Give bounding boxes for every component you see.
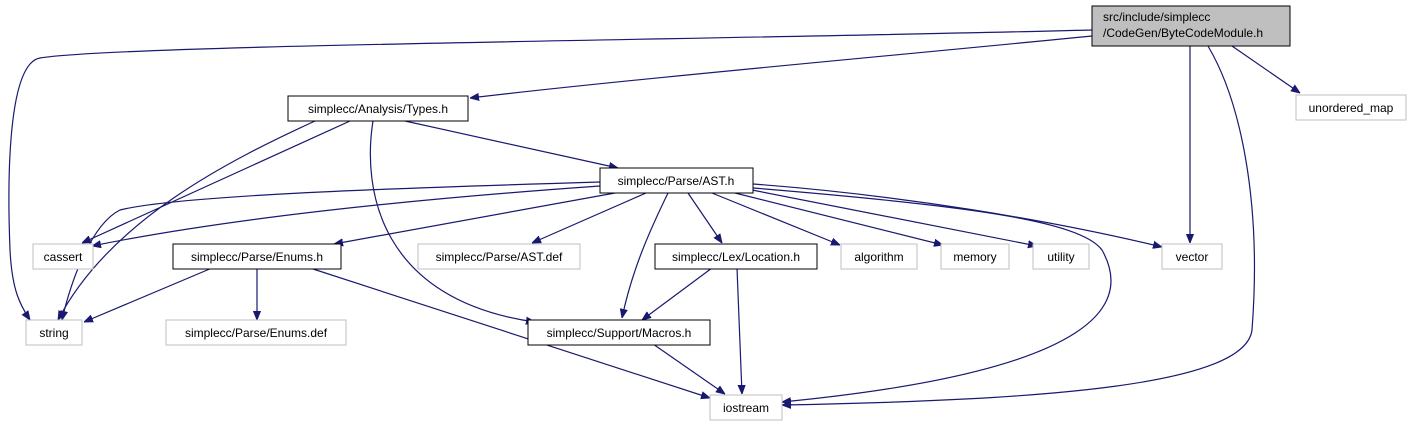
edge-ast-iostream [752,187,1112,402]
edge-root-iostream [782,45,1256,405]
node-label: simplecc/Parse/Enums.h [191,250,323,264]
node-location-h[interactable]: simplecc/Lex/Location.h [654,243,818,270]
node-string[interactable]: string [25,319,83,346]
edge-root-types [470,35,1093,98]
node-label: memory [953,250,996,264]
node-label: simplecc/Analysis/Types.h [308,102,448,116]
edge-location-macros [642,267,713,320]
node-byte-code-module-h[interactable]: src/include/simplecc /CodeGen/ByteCodeMo… [1091,5,1291,47]
node-label: simplecc/Parse/AST.def [436,250,563,264]
node-macros-h[interactable]: simplecc/Support/Macros.h [527,319,711,346]
edge-macros-iostream [652,343,725,394]
node-label-line1: src/include/simplecc [1103,10,1210,24]
node-label-line2: /CodeGen/ByteCodeModule.h [1103,26,1263,40]
node-label: simplecc/Lex/Location.h [672,250,800,264]
node-label: iostream [723,401,769,415]
edge-enums-string [84,267,213,323]
edge-root-unordered-map [1231,45,1300,93]
edge-ast-vector [752,183,1162,247]
edge-ast-enums [334,192,616,244]
edge-ast-astdef [532,192,647,244]
node-types-h[interactable]: simplecc/Analysis/Types.h [287,95,469,122]
node-cassert[interactable]: cassert [32,243,94,270]
node-unordered-map[interactable]: unordered_map [1295,94,1407,121]
node-ast-h[interactable]: simplecc/Parse/AST.h [599,167,754,194]
node-label: algorithm [854,250,903,264]
edges [8,29,1300,405]
node-label: simplecc/Parse/Enums.def [185,326,328,340]
node-ast-def[interactable]: simplecc/Parse/AST.def [417,243,581,270]
node-vector[interactable]: vector [1161,243,1223,270]
edge-ast-location [687,192,722,243]
node-enums-def[interactable]: simplecc/Parse/Enums.def [165,319,347,346]
node-label: simplecc/Parse/AST.h [618,174,735,188]
edge-ast-macros [622,192,669,318]
node-label: vector [1176,250,1209,264]
node-iostream[interactable]: iostream [709,394,783,421]
node-enums-h[interactable]: simplecc/Parse/Enums.h [172,243,342,270]
edge-root-string [8,29,1093,320]
nodes: src/include/simplecc /CodeGen/ByteCodeMo… [25,5,1407,421]
edge-types-macros [369,120,535,322]
node-label: unordered_map [1309,101,1394,115]
node-label: cassert [44,250,83,264]
node-label: utility [1047,250,1074,264]
edge-ast-algorithm [711,192,840,246]
edge-ast-utility [751,189,1037,246]
node-label: string [39,326,68,340]
node-label: simplecc/Support/Macros.h [547,326,692,340]
node-utility[interactable]: utility [1032,243,1090,270]
edge-types-cassert [82,120,351,244]
edge-ast-cassert [92,185,601,246]
edge-enums-iostream [309,267,710,398]
node-algorithm[interactable]: algorithm [840,243,918,270]
edge-types-ast [404,120,618,168]
edge-types-string [58,120,316,320]
edge-location-iostream [736,267,742,394]
edge-ast-memory [734,192,943,245]
node-memory[interactable]: memory [940,243,1010,270]
